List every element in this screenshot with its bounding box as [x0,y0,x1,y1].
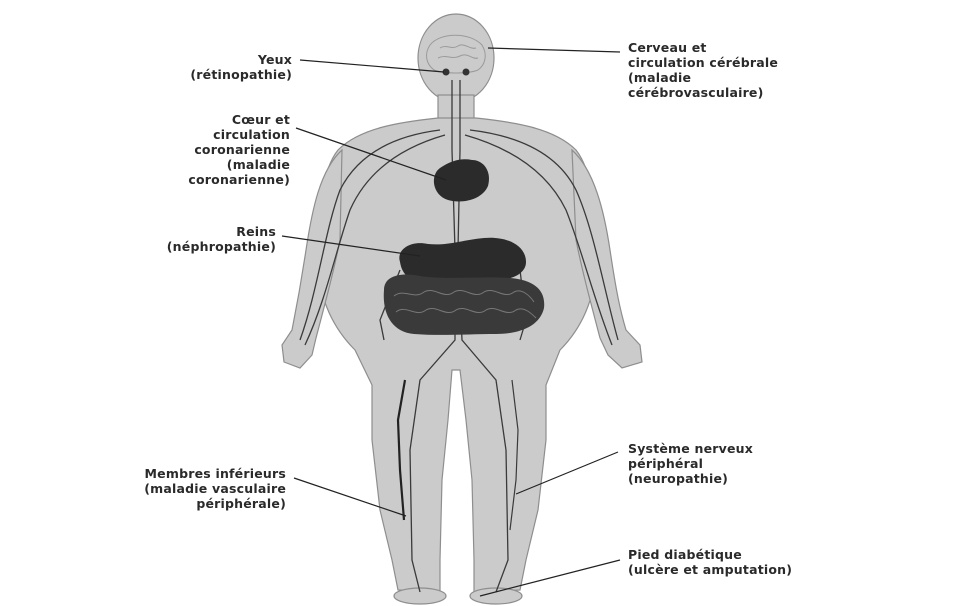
label-kidneys: Reins (néphropathie) [124,224,276,254]
head-shape [418,14,494,102]
label-eyes: Yeux (rétinopathie) [142,52,292,82]
left-arm-shape [282,150,342,368]
right-eye-shape [463,69,470,76]
label-heart: Cœur et circulation coronarienne (maladi… [140,112,290,187]
leader-brain [488,48,620,52]
label-brain: Cerveau et circulation cérébrale (maladi… [628,40,838,100]
label-nervous: Système nerveux périphéral (neuropathie) [628,441,828,486]
label-legs: Membres inférieurs (maladie vasculaire p… [90,466,286,511]
label-foot: Pied diabétique (ulcère et amputation) [628,547,858,577]
intestines-shape [384,275,544,335]
